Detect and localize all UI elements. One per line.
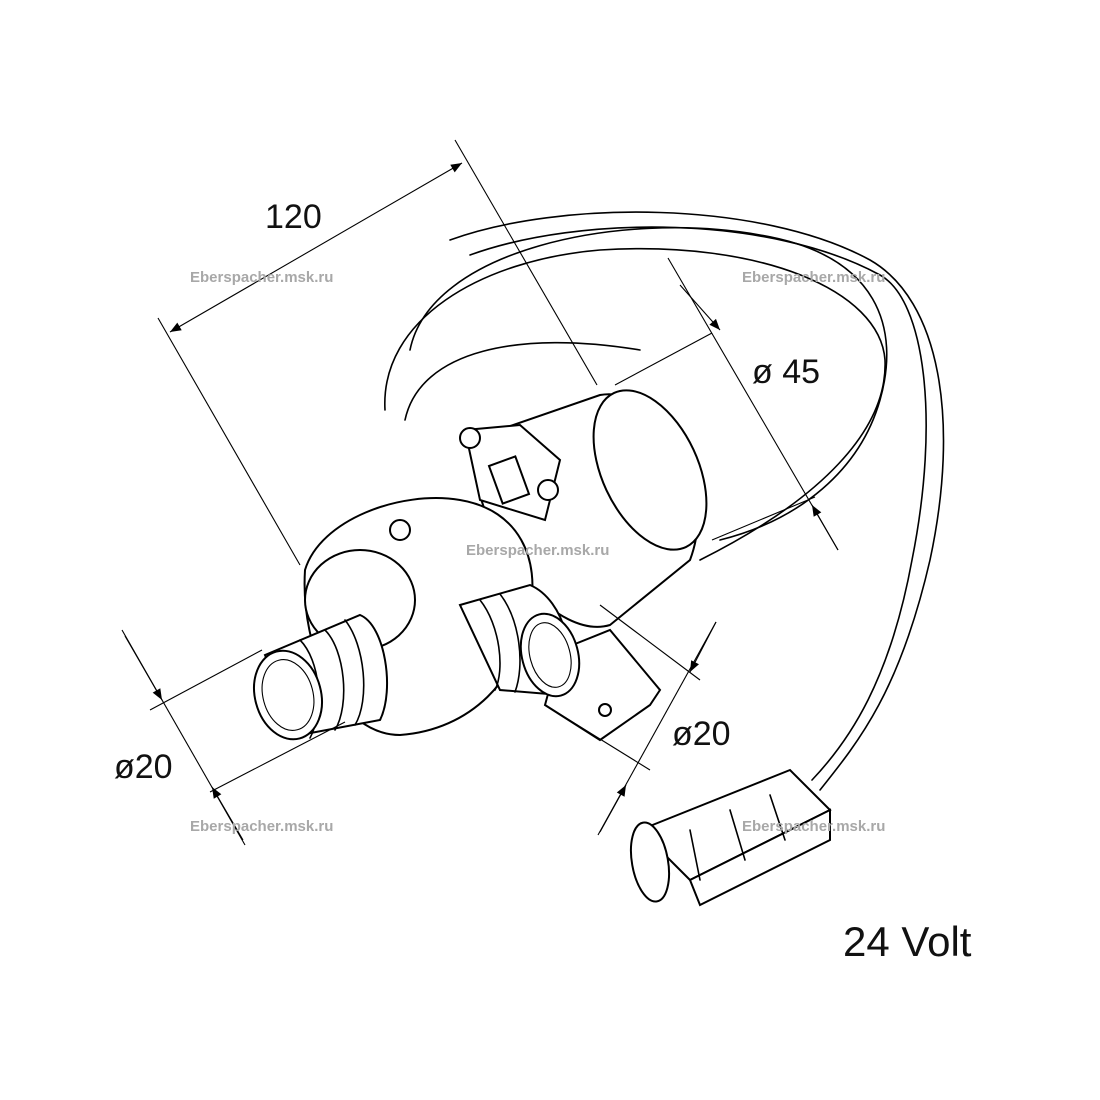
outlet-hose-barb [458,583,581,698]
watermark: Eberspacher.msk.ru [742,818,886,835]
inlet-hose-barb [253,613,389,741]
watermark: Eberspacher.msk.ru [466,542,610,559]
inlet-diameter-label: ø20 [114,748,173,786]
watermark: Eberspacher.msk.ru [742,269,886,286]
motor-diameter-label: ø 45 [752,353,821,391]
dimension-outlet-diameter [544,604,717,836]
outlet-diameter-label: ø20 [672,715,731,753]
dimension-inlet-diameter [121,629,346,846]
length-label: 120 [265,198,322,236]
dimension-length [157,139,598,566]
watermark: Eberspacher.msk.ru [190,818,334,835]
dimension-motor-diameter [614,257,839,551]
watermark: Eberspacher.msk.ru [190,269,334,286]
voltage-label: 24 Volt [843,918,972,965]
electrical-connector [629,768,832,907]
